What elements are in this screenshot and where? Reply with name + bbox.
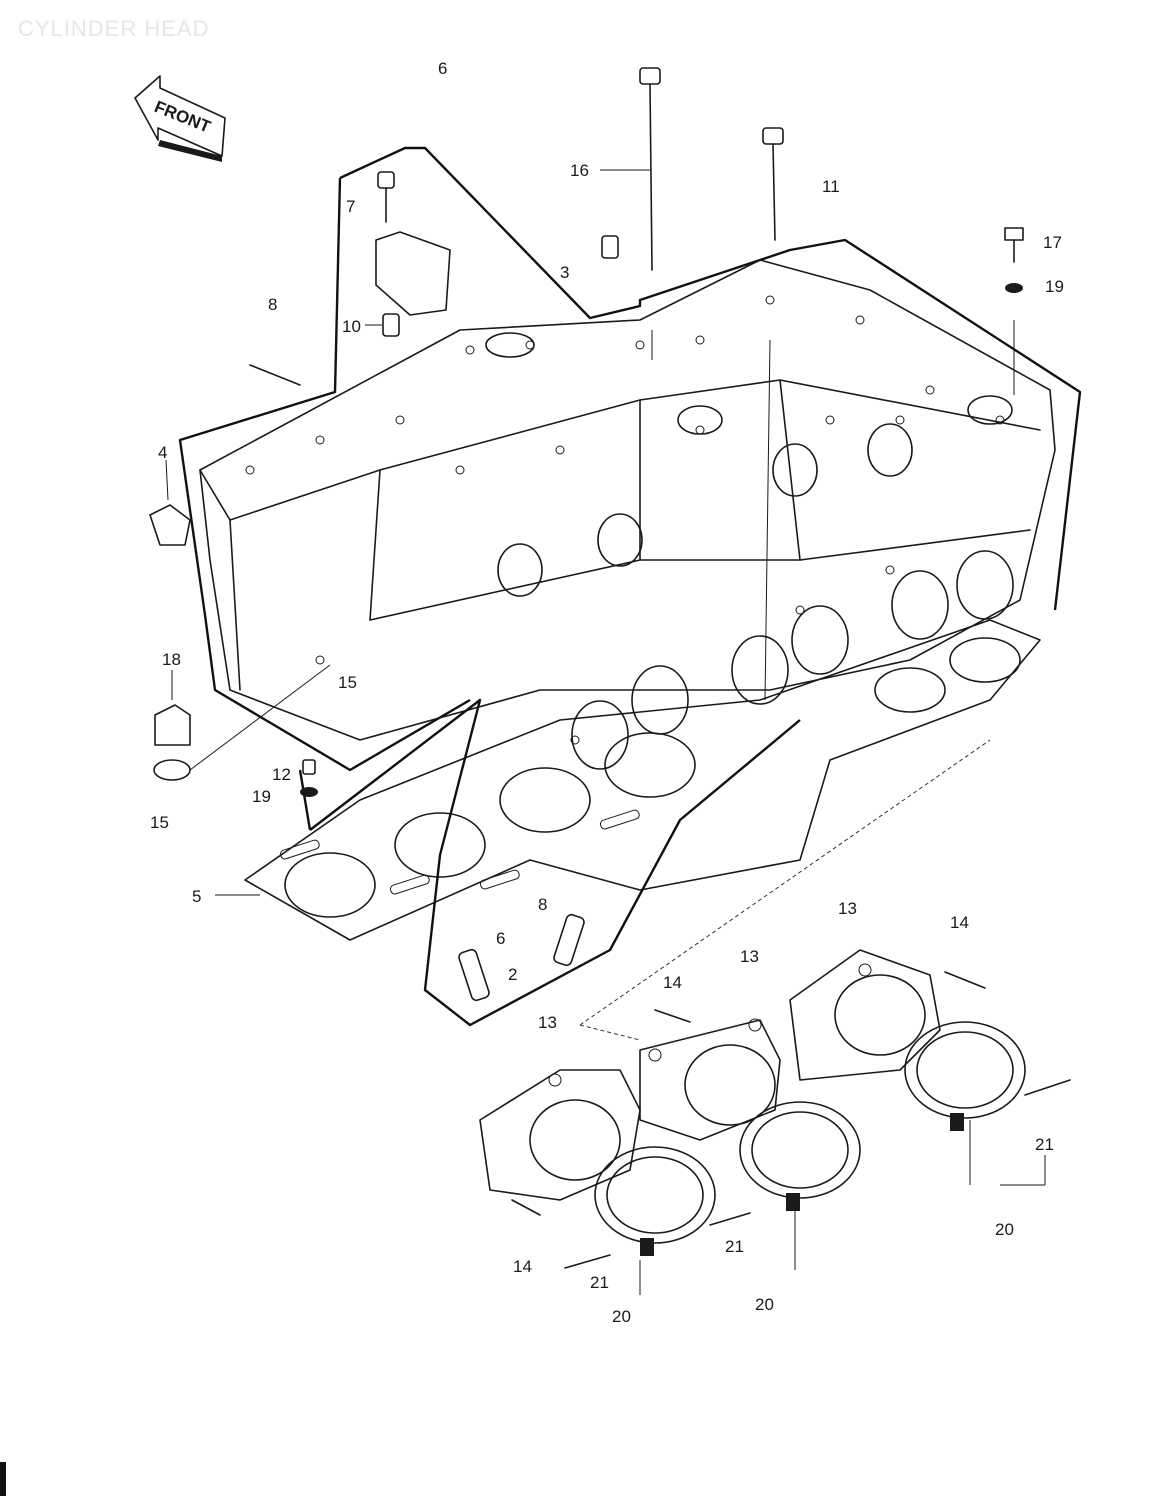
carburetor-holders — [479, 949, 941, 1201]
callout-6-top: 6 — [438, 59, 447, 78]
gasket-group-boundary — [298, 698, 801, 1027]
callout-19: 19 — [1045, 277, 1064, 296]
callout-21-right: 21 — [1035, 1135, 1054, 1154]
front-arrow: FRONT — [134, 75, 226, 162]
head-bolt-holes — [245, 295, 1005, 745]
front-arrow-label: FRONT — [152, 97, 214, 137]
cylinder-head-body — [199, 259, 1056, 770]
callout-19-lower: 19 — [252, 787, 271, 806]
callout-14-left: 14 — [513, 1257, 532, 1276]
callout-6-lower: 6 — [496, 929, 505, 948]
callout-8-lower: 8 — [538, 895, 547, 914]
callout-4: 4 — [158, 443, 167, 462]
callout-12: 12 — [272, 765, 291, 784]
callout-14-middle: 14 — [663, 973, 682, 992]
callout-2: 2 — [508, 965, 517, 984]
callout-16: 16 — [570, 161, 589, 180]
callout-13-left: 13 — [538, 1013, 557, 1032]
leader-lines — [165, 169, 1046, 1295]
callout-18: 18 — [162, 650, 181, 669]
head-gasket — [244, 619, 1041, 941]
page-title: CYLINDER HEAD — [18, 16, 210, 41]
callout-8: 8 — [268, 295, 277, 314]
callout-20-right: 20 — [995, 1220, 1014, 1239]
callout-21-middle: 21 — [725, 1237, 744, 1256]
callout-15-lower: 15 — [150, 813, 169, 832]
hose-clamps — [594, 1021, 1026, 1256]
callout-13-middle: 13 — [740, 947, 759, 966]
callout-10: 10 — [342, 317, 361, 336]
callout-20-left: 20 — [612, 1307, 631, 1326]
callout-3: 3 — [560, 263, 569, 282]
callout-5: 5 — [192, 887, 201, 906]
callout-17: 17 — [1043, 233, 1062, 252]
callout-21-left: 21 — [590, 1273, 609, 1292]
callout-7: 7 — [346, 197, 355, 216]
head-group-boundary — [178, 146, 1082, 772]
callout-labels: 16 11 17 19 7 3 8 10 6 4 18 15 12 19 15 … — [150, 59, 1064, 1326]
page-edge-mark — [0, 1462, 6, 1496]
callout-15: 15 — [338, 673, 357, 692]
fasteners — [149, 67, 1071, 1269]
callout-20-middle: 20 — [755, 1295, 774, 1314]
callout-11: 11 — [822, 177, 840, 196]
callout-14-right: 14 — [950, 913, 969, 932]
callout-13-right: 13 — [838, 899, 857, 918]
